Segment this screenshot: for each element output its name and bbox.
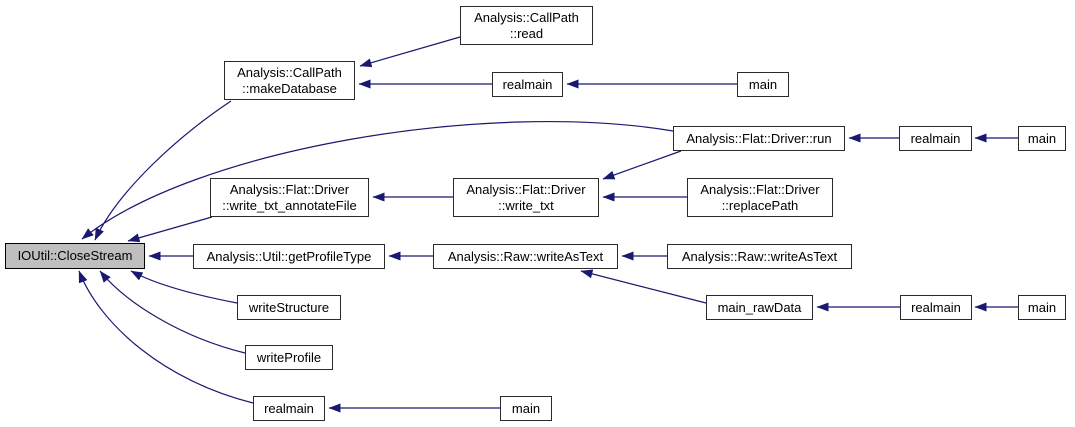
node-realmain-top[interactable]: realmain [492,72,563,97]
node-write-txt-annotatefile[interactable]: Analysis::Flat::Driver ::write_txt_annot… [210,178,369,217]
node-writestructure[interactable]: writeStructure [237,295,341,320]
node-write-txt[interactable]: Analysis::Flat::Driver ::write_txt [453,178,599,217]
node-replacepath[interactable]: Analysis::Flat::Driver ::replacePath [687,178,833,217]
node-callpath-read[interactable]: Analysis::CallPath ::read [460,6,593,45]
node-callpath-makedatabase[interactable]: Analysis::CallPath ::makeDatabase [224,61,355,100]
node-ioutil-closestream: IOUtil::CloseStream [5,243,145,269]
edge-run-to-closestream [81,121,674,240]
node-realmain-run[interactable]: realmain [899,126,972,151]
edge-writestructure-to-closestream [130,270,238,304]
node-main-bottom[interactable]: main [500,396,552,421]
edge-run-to-writetxt [602,150,682,180]
edge-read-to-makedatabase [359,36,461,68]
node-realmain-raw[interactable]: realmain [900,295,972,320]
node-realmain-bottom[interactable]: realmain [253,396,325,421]
node-flat-driver-run[interactable]: Analysis::Flat::Driver::run [673,126,845,151]
edge-writeprofile-to-closestream [99,270,246,354]
node-main-top[interactable]: main [737,72,789,97]
node-util-getprofiletype[interactable]: Analysis::Util::getProfileType [193,244,385,269]
edge-mainrawdata-to-writeastext [580,269,707,304]
edge-realmain-bottom-to-closestream [78,270,254,404]
node-raw-writeastext-1[interactable]: Analysis::Raw::writeAsText [433,244,618,269]
node-writeprofile[interactable]: writeProfile [245,345,333,370]
edge-makedatabase-to-closestream [94,100,232,241]
node-raw-writeastext-2[interactable]: Analysis::Raw::writeAsText [667,244,852,269]
node-main-run[interactable]: main [1018,126,1066,151]
edge-annotatefile-to-closestream [127,216,213,243]
node-main-raw[interactable]: main [1018,295,1066,320]
node-main-rawdata[interactable]: main_rawData [706,295,813,320]
